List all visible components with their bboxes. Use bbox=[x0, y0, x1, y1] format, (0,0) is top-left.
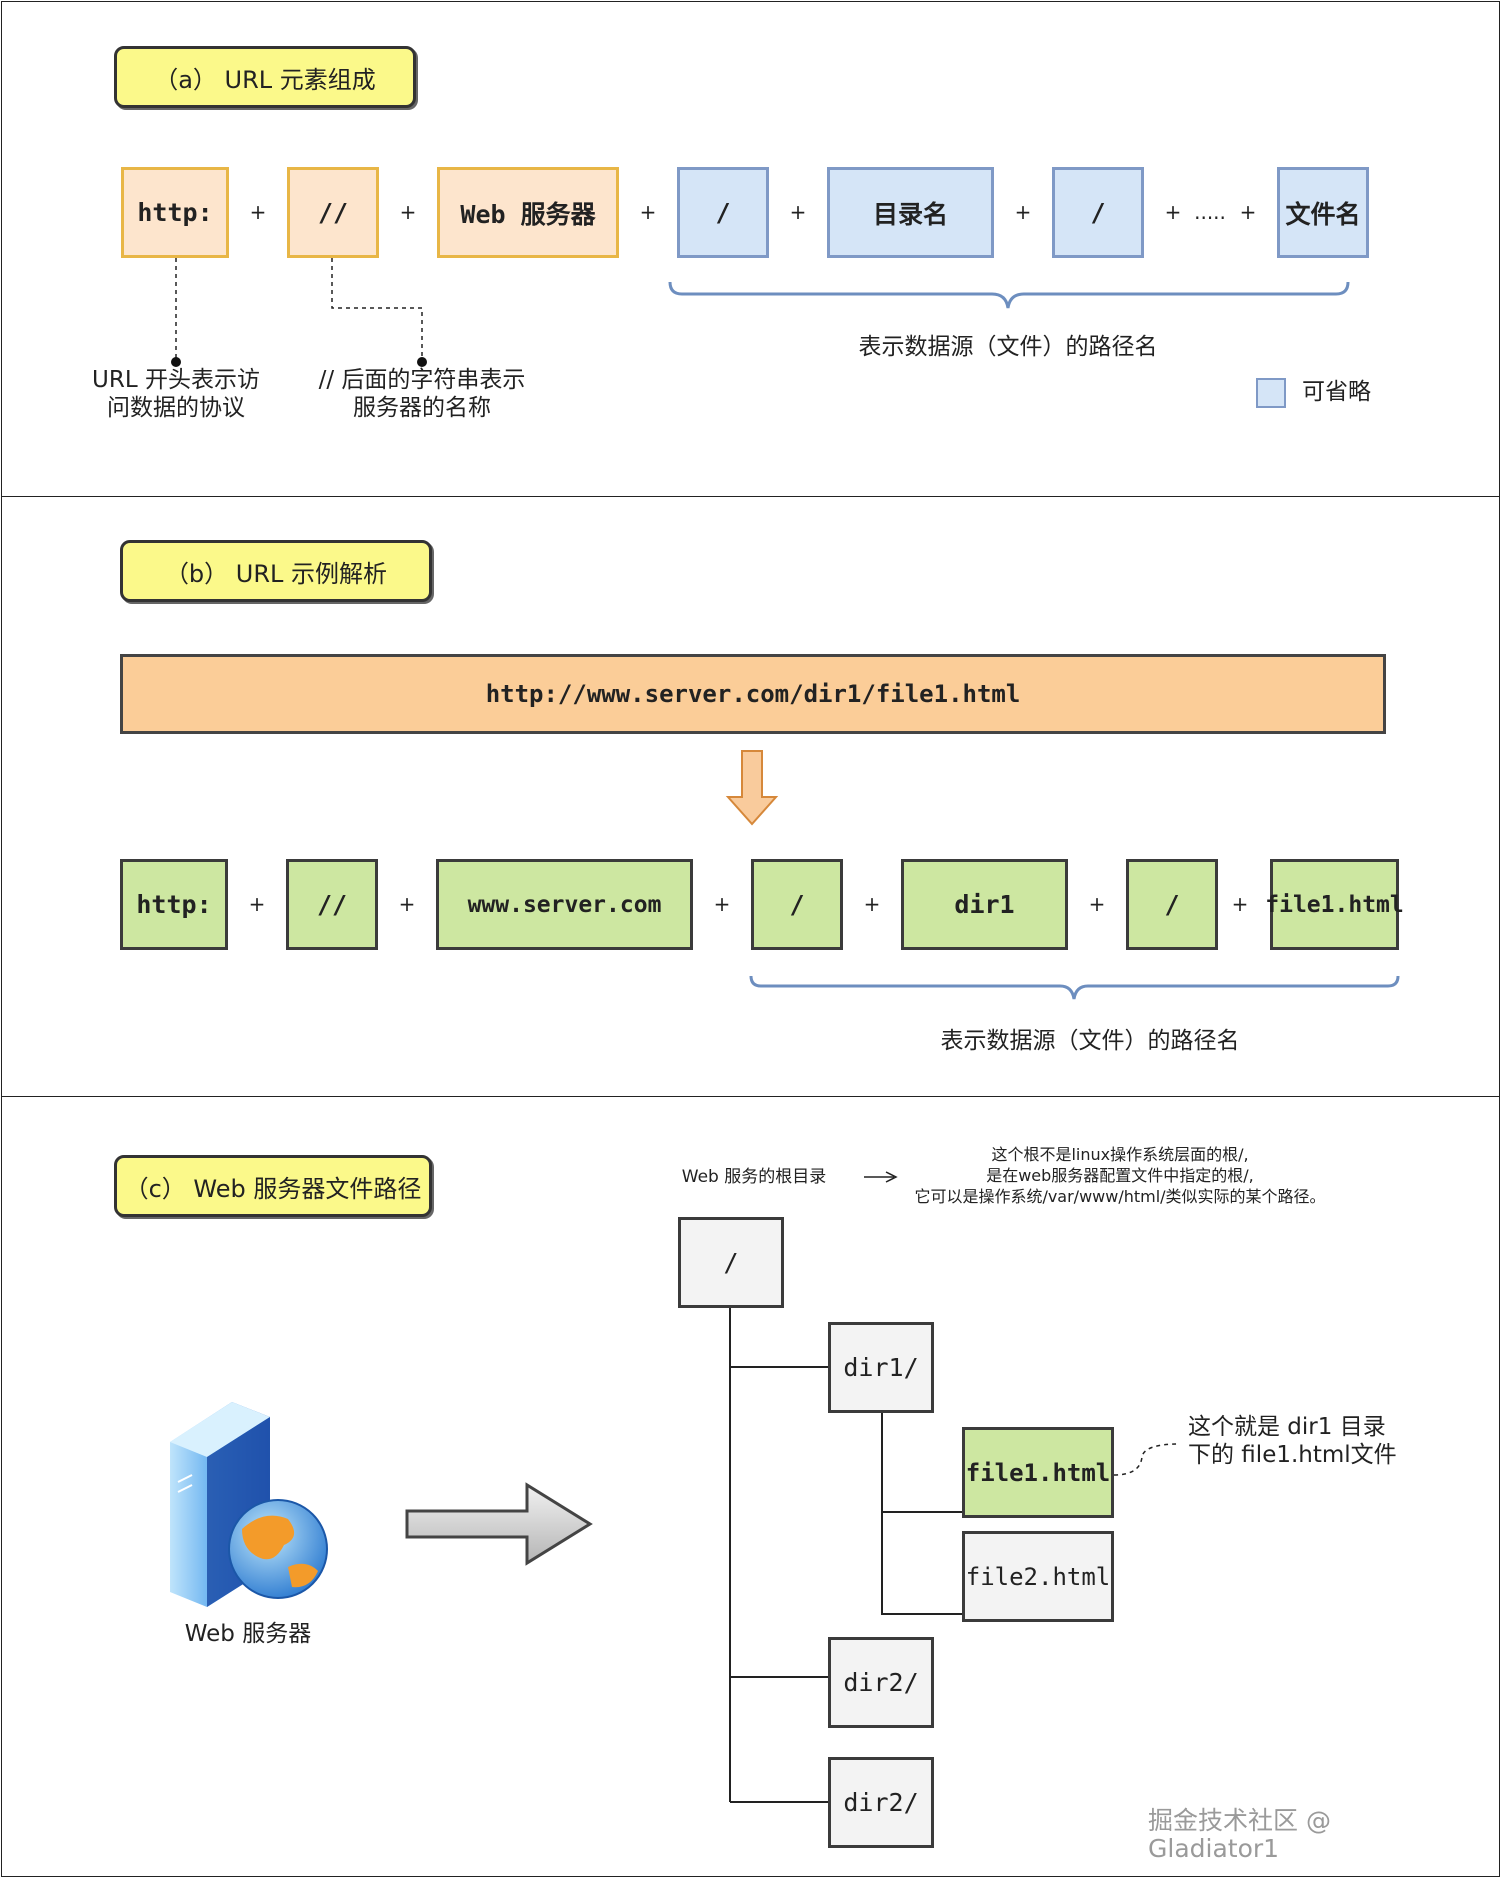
tree-node-root: / bbox=[678, 1217, 784, 1308]
web-server-icon bbox=[170, 1402, 328, 1607]
note-server-name: // 后面的字符串表示 服务器的名称 bbox=[302, 366, 542, 422]
note-server-line2: 服务器的名称 bbox=[353, 395, 491, 421]
plus-sign: + bbox=[398, 892, 416, 916]
part-dir1: dir1 bbox=[901, 859, 1068, 950]
tree-node-dir2-b: dir2/ bbox=[828, 1757, 934, 1848]
box-directory-name: 目录名 bbox=[827, 167, 994, 258]
file-note: 这个就是 dir1 目录 下的 file1.html文件 bbox=[1188, 1413, 1408, 1469]
box-file-name: 文件名 bbox=[1277, 167, 1369, 258]
down-arrow bbox=[725, 750, 779, 826]
brace-label-path: 表示数据源（文件）的路径名 bbox=[940, 1028, 1240, 1054]
part-host: www.server.com bbox=[436, 859, 693, 950]
panel-b-title: （b） URL 示例解析 bbox=[120, 540, 432, 602]
panel-c-graphics bbox=[170, 1171, 1181, 1803]
plus-sign: + bbox=[1088, 892, 1106, 916]
note-protocol-line1: URL 开头表示访 bbox=[92, 367, 260, 393]
panel-b-graphics bbox=[725, 750, 1400, 1000]
tree-node-dir1: dir1/ bbox=[828, 1322, 934, 1413]
panel-url-example: （b） URL 示例解析 http://www.server.com/dir1/… bbox=[1, 496, 1500, 1097]
watermark: 掘金技术社区 @ Gladiator1 bbox=[1148, 1806, 1331, 1863]
box-slash-1: / bbox=[677, 167, 769, 258]
root-note: 这个根不是linux操作系统层面的根/, 是在web服务器配置文件中指定的根/,… bbox=[890, 1144, 1350, 1207]
panel-a-connectors bbox=[171, 258, 1350, 367]
root-note-line2: 是在web服务器配置文件中指定的根/, bbox=[986, 1166, 1254, 1185]
note-server-line1: // 后面的字符串表示 bbox=[318, 367, 526, 393]
file-note-line1: 这个就是 dir1 目录 bbox=[1188, 1414, 1386, 1440]
tree-node-file1: file1.html bbox=[962, 1427, 1114, 1518]
plus-sign: + bbox=[1231, 892, 1249, 916]
part-double-slash: // bbox=[286, 859, 378, 950]
server-label: Web 服务器 bbox=[184, 1621, 312, 1647]
box-web-server: Web 服务器 bbox=[437, 167, 619, 258]
plus-sign: + bbox=[863, 892, 881, 916]
plus-sign: + bbox=[1164, 200, 1182, 224]
plus-sign: + bbox=[1014, 200, 1032, 224]
plus-sign: + bbox=[713, 892, 731, 916]
ellipsis: ..... bbox=[1194, 200, 1226, 224]
tree-node-dir2-a: dir2/ bbox=[828, 1637, 934, 1728]
root-note-line3: 它可以是操作系统/var/www/html/类似实际的某个路径。 bbox=[914, 1187, 1326, 1206]
plus-sign: + bbox=[639, 200, 657, 224]
part-slash-2: / bbox=[1126, 859, 1218, 950]
box-slash-2: / bbox=[1052, 167, 1144, 258]
tree-node-file2: file2.html bbox=[962, 1531, 1114, 1622]
url-bar: http://www.server.com/dir1/file1.html bbox=[120, 654, 1386, 734]
panel-server-file-path: （c） Web 服务器文件路径 bbox=[1, 1096, 1500, 1877]
legend-label-optional: 可省略 bbox=[1302, 379, 1371, 405]
legend-swatch-optional bbox=[1256, 378, 1286, 408]
root-caption: Web 服务的根目录 bbox=[681, 1167, 827, 1187]
file-note-line2: 下的 file1.html文件 bbox=[1188, 1442, 1397, 1468]
note-protocol: URL 开头表示访 问数据的协议 bbox=[66, 366, 286, 422]
plus-sign: + bbox=[249, 200, 267, 224]
brace-label-path: 表示数据源（文件）的路径名 bbox=[858, 334, 1158, 360]
plus-sign: + bbox=[1239, 200, 1257, 224]
part-protocol: http: bbox=[120, 859, 228, 950]
panel-c-title: （c） Web 服务器文件路径 bbox=[114, 1155, 432, 1217]
plus-sign: + bbox=[789, 200, 807, 224]
panel-a-title: （a） URL 元素组成 bbox=[114, 46, 416, 108]
plus-sign: + bbox=[248, 892, 266, 916]
panel-url-components: （a） URL 元素组成 http: + // + Web 服务器 + / + … bbox=[1, 1, 1500, 497]
part-file: file1.html bbox=[1265, 859, 1404, 950]
note-protocol-line2: 问数据的协议 bbox=[107, 395, 245, 421]
box-double-slash: // bbox=[287, 167, 379, 258]
part-slash-1: / bbox=[751, 859, 843, 950]
box-protocol: http: bbox=[121, 167, 229, 258]
root-note-line1: 这个根不是linux操作系统层面的根/, bbox=[991, 1145, 1249, 1164]
plus-sign: + bbox=[399, 200, 417, 224]
